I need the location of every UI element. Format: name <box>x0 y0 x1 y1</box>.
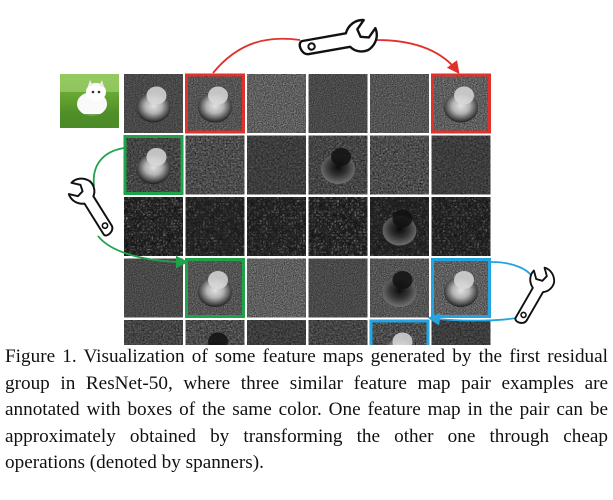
feature-map-tile <box>308 258 368 318</box>
red-connector-left <box>212 37 301 74</box>
spanner-icon <box>506 262 560 330</box>
spanner-icon <box>296 16 381 64</box>
feature-map-tile <box>247 258 306 318</box>
feature-map-tile <box>431 320 491 345</box>
feature-map-tile <box>370 320 429 345</box>
green-connector-top <box>92 147 125 187</box>
feature-map-tile <box>247 320 306 345</box>
highlight-box <box>431 73 491 134</box>
feature-map-tile <box>247 135 306 195</box>
feature-map-tile <box>308 197 368 256</box>
green-connector-bottom <box>97 235 189 269</box>
feature-map-tile <box>185 74 245 133</box>
highlight-box <box>185 73 245 134</box>
highlight-box <box>123 135 184 195</box>
feature-map-tile <box>370 135 429 195</box>
feature-map-tile <box>247 74 306 133</box>
feature-map-canvas <box>60 16 560 345</box>
feature-map-tile <box>370 258 429 318</box>
figure-caption: Figure 1. Visualization of some feature … <box>5 344 608 477</box>
feature-map-tile <box>308 135 368 195</box>
highlight-box <box>185 258 245 318</box>
feature-map-tile <box>431 197 491 256</box>
feature-map-tile <box>124 320 183 345</box>
feature-map-tile <box>431 135 491 195</box>
highlight-box <box>431 258 491 318</box>
feature-map-tile <box>431 258 491 318</box>
feature-map-tile <box>124 135 183 195</box>
feature-map-tile <box>185 320 245 345</box>
feature-map-tile <box>370 74 429 133</box>
feature-map-tile <box>308 320 368 345</box>
spanner-icon <box>62 172 121 243</box>
pair-connectors <box>62 16 560 330</box>
feature-map-tile <box>185 197 245 256</box>
feature-map-figure <box>60 16 560 345</box>
feature-map-tile <box>124 74 183 133</box>
feature-map-tile <box>370 197 429 256</box>
feature-map-tile <box>431 74 491 133</box>
feature-map-tile <box>247 197 306 256</box>
feature-map-tile <box>308 74 368 133</box>
feature-map-tile <box>185 135 245 195</box>
caption-text: Visualization of some feature maps gener… <box>5 346 608 473</box>
highlight-box <box>369 319 430 345</box>
caption-label: Figure 1. <box>5 346 77 367</box>
red-connector-right <box>375 39 460 75</box>
feature-map-tile <box>124 258 183 318</box>
kitten-photo <box>60 74 119 128</box>
feature-map-grid <box>124 74 491 345</box>
blue-connector-top <box>490 261 535 281</box>
feature-map-tile <box>185 258 245 318</box>
feature-map-tile <box>124 197 183 256</box>
highlight-boxes <box>123 73 491 345</box>
